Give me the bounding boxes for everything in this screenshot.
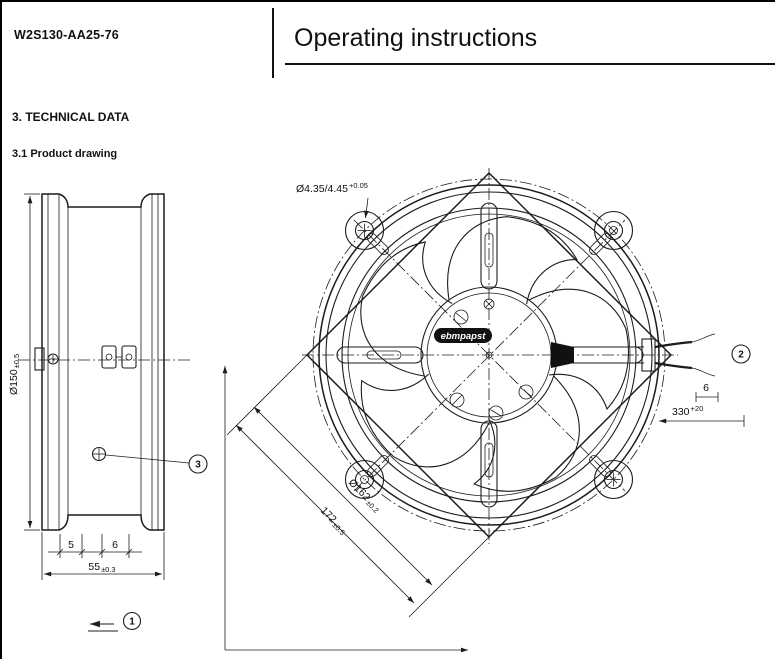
impeller-blades	[360, 216, 629, 492]
model-number: W2S130-AA25-76	[14, 28, 119, 42]
callout-3: 3	[188, 454, 208, 474]
dim-diameter-label: Ø150±0.5	[8, 354, 21, 395]
mounting-hole-screw-topleft	[354, 220, 375, 241]
dim-lead-length-label: 330+20	[672, 404, 703, 418]
dim-depth-55: 55±0.3	[41, 532, 165, 580]
dim-depth-label: 55±0.3	[88, 561, 115, 574]
dim-6-label: 6	[112, 539, 118, 551]
fan-side-profile	[41, 193, 165, 531]
front-view-drawing: ebmpapst	[222, 168, 751, 653]
dim-bolt-circle-label: Ø162±0.2	[345, 477, 383, 515]
callout-3-number: 3	[195, 460, 201, 471]
bolt-circle	[312, 178, 666, 532]
dim-strip-label: 6	[703, 382, 709, 394]
housing-outer-ring	[318, 184, 660, 526]
callout-3-leader	[105, 454, 190, 464]
dim-strip-length: 6	[695, 382, 719, 402]
dim-5-label: 5	[68, 539, 74, 551]
brand-logo: ebmpapst	[434, 328, 492, 343]
callout-1-number: 1	[129, 617, 135, 628]
shaft-tube	[34, 347, 45, 371]
dim-hole-diameter: Ø4.35/4.45+0.05	[296, 181, 369, 219]
dim-5-6: 5 6	[48, 534, 142, 558]
mounting-hole-topright	[603, 220, 624, 241]
side-view-drawing: 3 Ø150±0.5 5	[8, 193, 208, 632]
dim-lead-length: 330+20	[659, 404, 745, 427]
ground-screw	[91, 446, 107, 462]
header-rule	[285, 63, 775, 65]
hub-screws	[449, 309, 534, 421]
section-technical-data: 3. TECHNICAL DATA	[12, 110, 130, 124]
page-title: Operating instructions	[294, 24, 538, 52]
dim-diameter-150: Ø150±0.5	[8, 193, 40, 531]
lead-wires	[551, 333, 716, 377]
callout-2-number: 2	[738, 350, 744, 361]
dim-outer-label: 172±0.5	[317, 505, 350, 538]
terminal-blocks	[101, 345, 137, 369]
airflow-direction: 1	[88, 611, 142, 632]
dim-diagonals: Ø162±0.2 172±0.5	[222, 354, 490, 653]
header-divider	[272, 8, 274, 78]
callout-2: 2	[731, 344, 751, 364]
cable-clamp	[641, 338, 656, 372]
motor-hub: ebmpapst	[420, 286, 558, 424]
mounting-hole-screw-bottomright	[603, 469, 624, 490]
section-product-drawing: 3.1 Product drawing	[12, 148, 118, 160]
dim-hole-label: Ø4.35/4.45+0.05	[296, 181, 368, 195]
logo-text: ebmpapst	[441, 331, 487, 342]
